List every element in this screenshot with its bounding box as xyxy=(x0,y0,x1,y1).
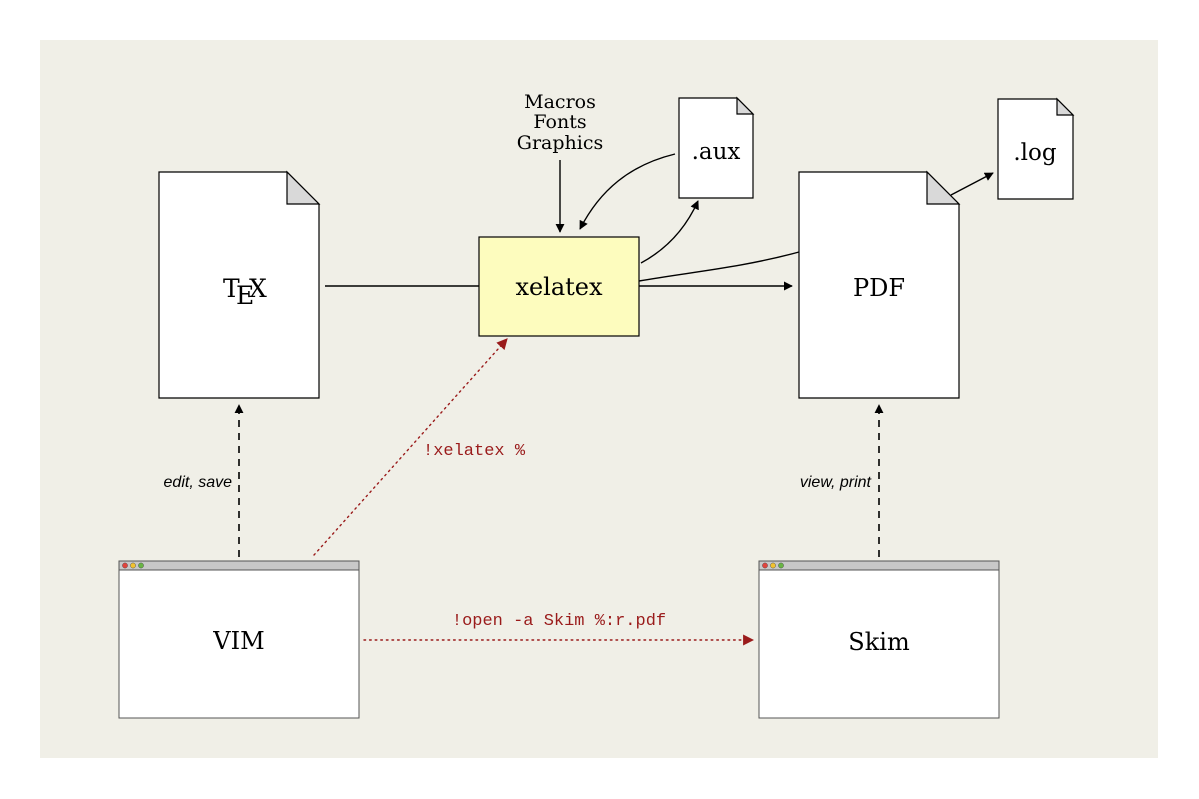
pdf-document-fold xyxy=(926,170,961,205)
vim-to-xelatex-command-arrow xyxy=(313,338,508,556)
aux-document-page xyxy=(678,97,754,199)
log-document-page xyxy=(997,98,1074,200)
tex-logo-e: E xyxy=(236,281,254,310)
vim-close-icon xyxy=(122,562,128,569)
skim-zoom-icon xyxy=(778,562,784,569)
pdf-to-log-arrow xyxy=(950,172,994,196)
view-print-label: view, print xyxy=(800,474,872,491)
vim-window-frame xyxy=(118,560,360,719)
tex-logo-x: X xyxy=(249,274,267,303)
xelatex-label: xelatex xyxy=(515,273,603,301)
vim-window: VIM xyxy=(118,560,360,719)
aux-document: .aux xyxy=(678,96,755,199)
inputs-graphics-label: Graphics xyxy=(517,132,603,154)
vim-window-titlebar xyxy=(118,560,360,571)
tex-document-page xyxy=(158,171,320,399)
skim-close-icon xyxy=(762,562,768,569)
skim-label: Skim xyxy=(848,628,910,656)
pdf-document: PDF xyxy=(798,170,961,399)
xelatex-to-aux-arrow xyxy=(640,200,699,264)
xelatex-to-pdf-curve xyxy=(638,251,800,282)
aux-label: .aux xyxy=(692,139,741,165)
skim-window: Skim xyxy=(758,560,1000,719)
tex-logo-t: T xyxy=(223,274,240,303)
skim-minimize-icon xyxy=(770,562,776,569)
skim-window-frame xyxy=(758,560,1000,719)
skim-window-titlebar xyxy=(758,560,1000,571)
xelatex-node: xelatex xyxy=(478,236,640,337)
inputs-fonts-label: Fonts xyxy=(533,111,586,133)
tex-document: T E X xyxy=(158,170,321,399)
edit-save-label: edit, save xyxy=(164,474,233,491)
aux-document-fold xyxy=(736,96,755,115)
xelatex-inputs: Macros Fonts Graphics xyxy=(517,91,603,233)
pdf-label: PDF xyxy=(853,274,905,302)
vim-zoom-icon xyxy=(138,562,144,569)
inputs-macros-label: Macros xyxy=(524,91,596,113)
vim-minimize-icon xyxy=(130,562,136,569)
log-document: .log xyxy=(997,97,1075,200)
xelatex-command-label: !xelatex % xyxy=(423,442,526,461)
vim-label: VIM xyxy=(212,627,264,655)
tex-document-fold xyxy=(286,170,321,205)
log-label: .log xyxy=(1013,140,1057,166)
xelatex-box xyxy=(478,236,640,337)
open-command-label: !open -a Skim %:r.pdf xyxy=(452,612,666,631)
log-document-fold xyxy=(1056,97,1075,116)
pdf-document-page xyxy=(798,171,960,399)
aux-to-xelatex-arrow xyxy=(579,153,676,230)
